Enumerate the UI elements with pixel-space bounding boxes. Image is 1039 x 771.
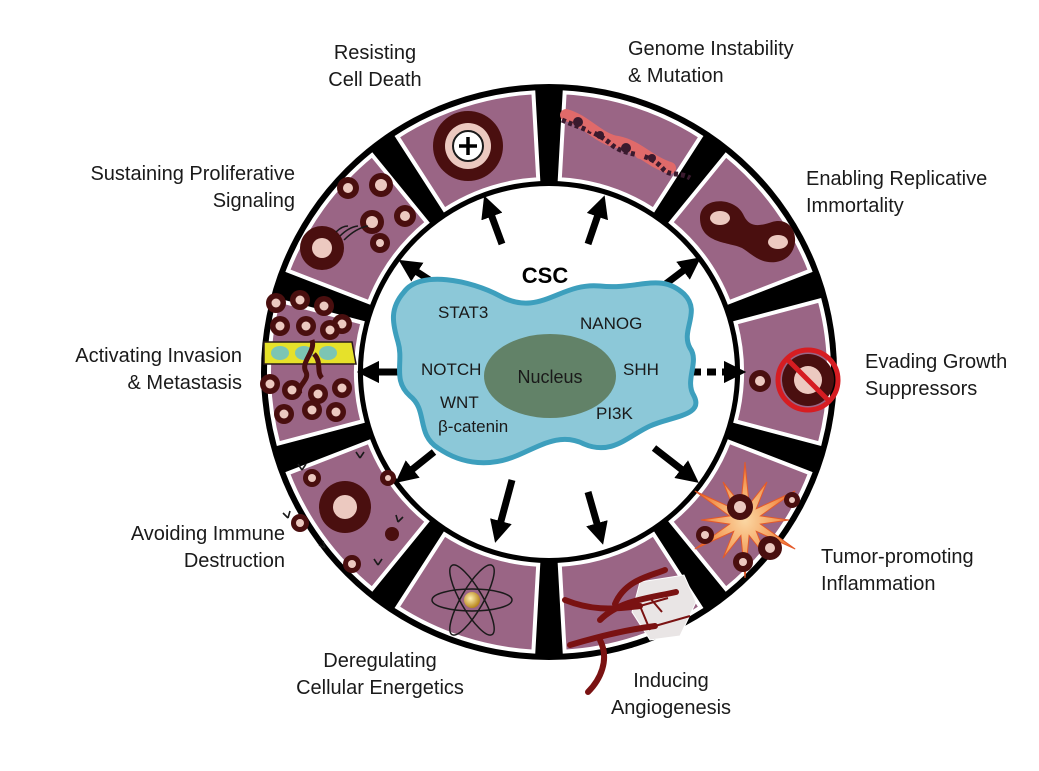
- csc-title: CSC: [522, 263, 569, 288]
- invasion-cell-core: [325, 325, 335, 335]
- arrow-immune: [395, 449, 437, 483]
- segment-deregulating-cellular-energetics: [394, 531, 541, 654]
- label-activating-invasion-metastasis: Activating Invasion& Metastasis: [75, 345, 242, 394]
- dividing-cell-icon: [700, 201, 796, 263]
- arrow-genome: [584, 195, 608, 246]
- csc-arrows: [356, 195, 747, 545]
- prohibited-icon: [775, 347, 841, 413]
- invasion-cell-core: [337, 383, 347, 393]
- proliferation-icon: [300, 173, 416, 270]
- invasion-icon: [260, 290, 357, 424]
- csc-cell: Nucleus CSC STAT3 NANOG NOTCH SHH WNT β-…: [391, 263, 699, 466]
- marker-pi3k: PI3K: [596, 404, 634, 423]
- invasion-cell-core: [301, 321, 311, 331]
- invasion-cell-core: [319, 301, 329, 311]
- dna-mutation-icon: [560, 109, 692, 181]
- immune-cells-icon: [282, 451, 404, 573]
- nucleus: [484, 334, 616, 418]
- atom-icon: [431, 564, 513, 636]
- invasion-cell-core: [307, 405, 317, 415]
- marker-wnt: WNT: [440, 393, 479, 412]
- arrow-energetics: [490, 479, 516, 543]
- inflammation-icon: [694, 461, 800, 579]
- cell-death-icon: [433, 111, 503, 181]
- invasion-cell-core: [279, 409, 289, 419]
- invasion-cell-core: [275, 321, 285, 331]
- marker-notch: NOTCH: [421, 360, 481, 379]
- invasion-cell-core: [313, 389, 323, 399]
- nucleus-label: Nucleus: [517, 367, 582, 387]
- arrow-inflammation: [651, 445, 699, 483]
- invasion-cell-core: [337, 319, 347, 329]
- invasion-cell-core: [287, 385, 297, 395]
- segment-icons: [260, 109, 841, 695]
- marker-stat3: STAT3: [438, 303, 488, 322]
- invasion-cell-core: [295, 295, 305, 305]
- arrow-resisting: [481, 195, 506, 246]
- arrow-angiogenesis: [584, 491, 608, 545]
- growth-suppressor-icon: [749, 347, 841, 413]
- invasion-cell-core: [271, 298, 281, 308]
- marker-shh: SHH: [623, 360, 659, 379]
- label-genome-instability: Genome Instability& Mutation: [628, 38, 794, 87]
- invasion-cell-core: [331, 407, 341, 417]
- marker-nanog: NANOG: [580, 314, 642, 333]
- invasion-cell-core: [265, 379, 275, 389]
- marker-beta-catenin: β-catenin: [438, 417, 508, 436]
- angiogenesis-icon: [562, 567, 697, 695]
